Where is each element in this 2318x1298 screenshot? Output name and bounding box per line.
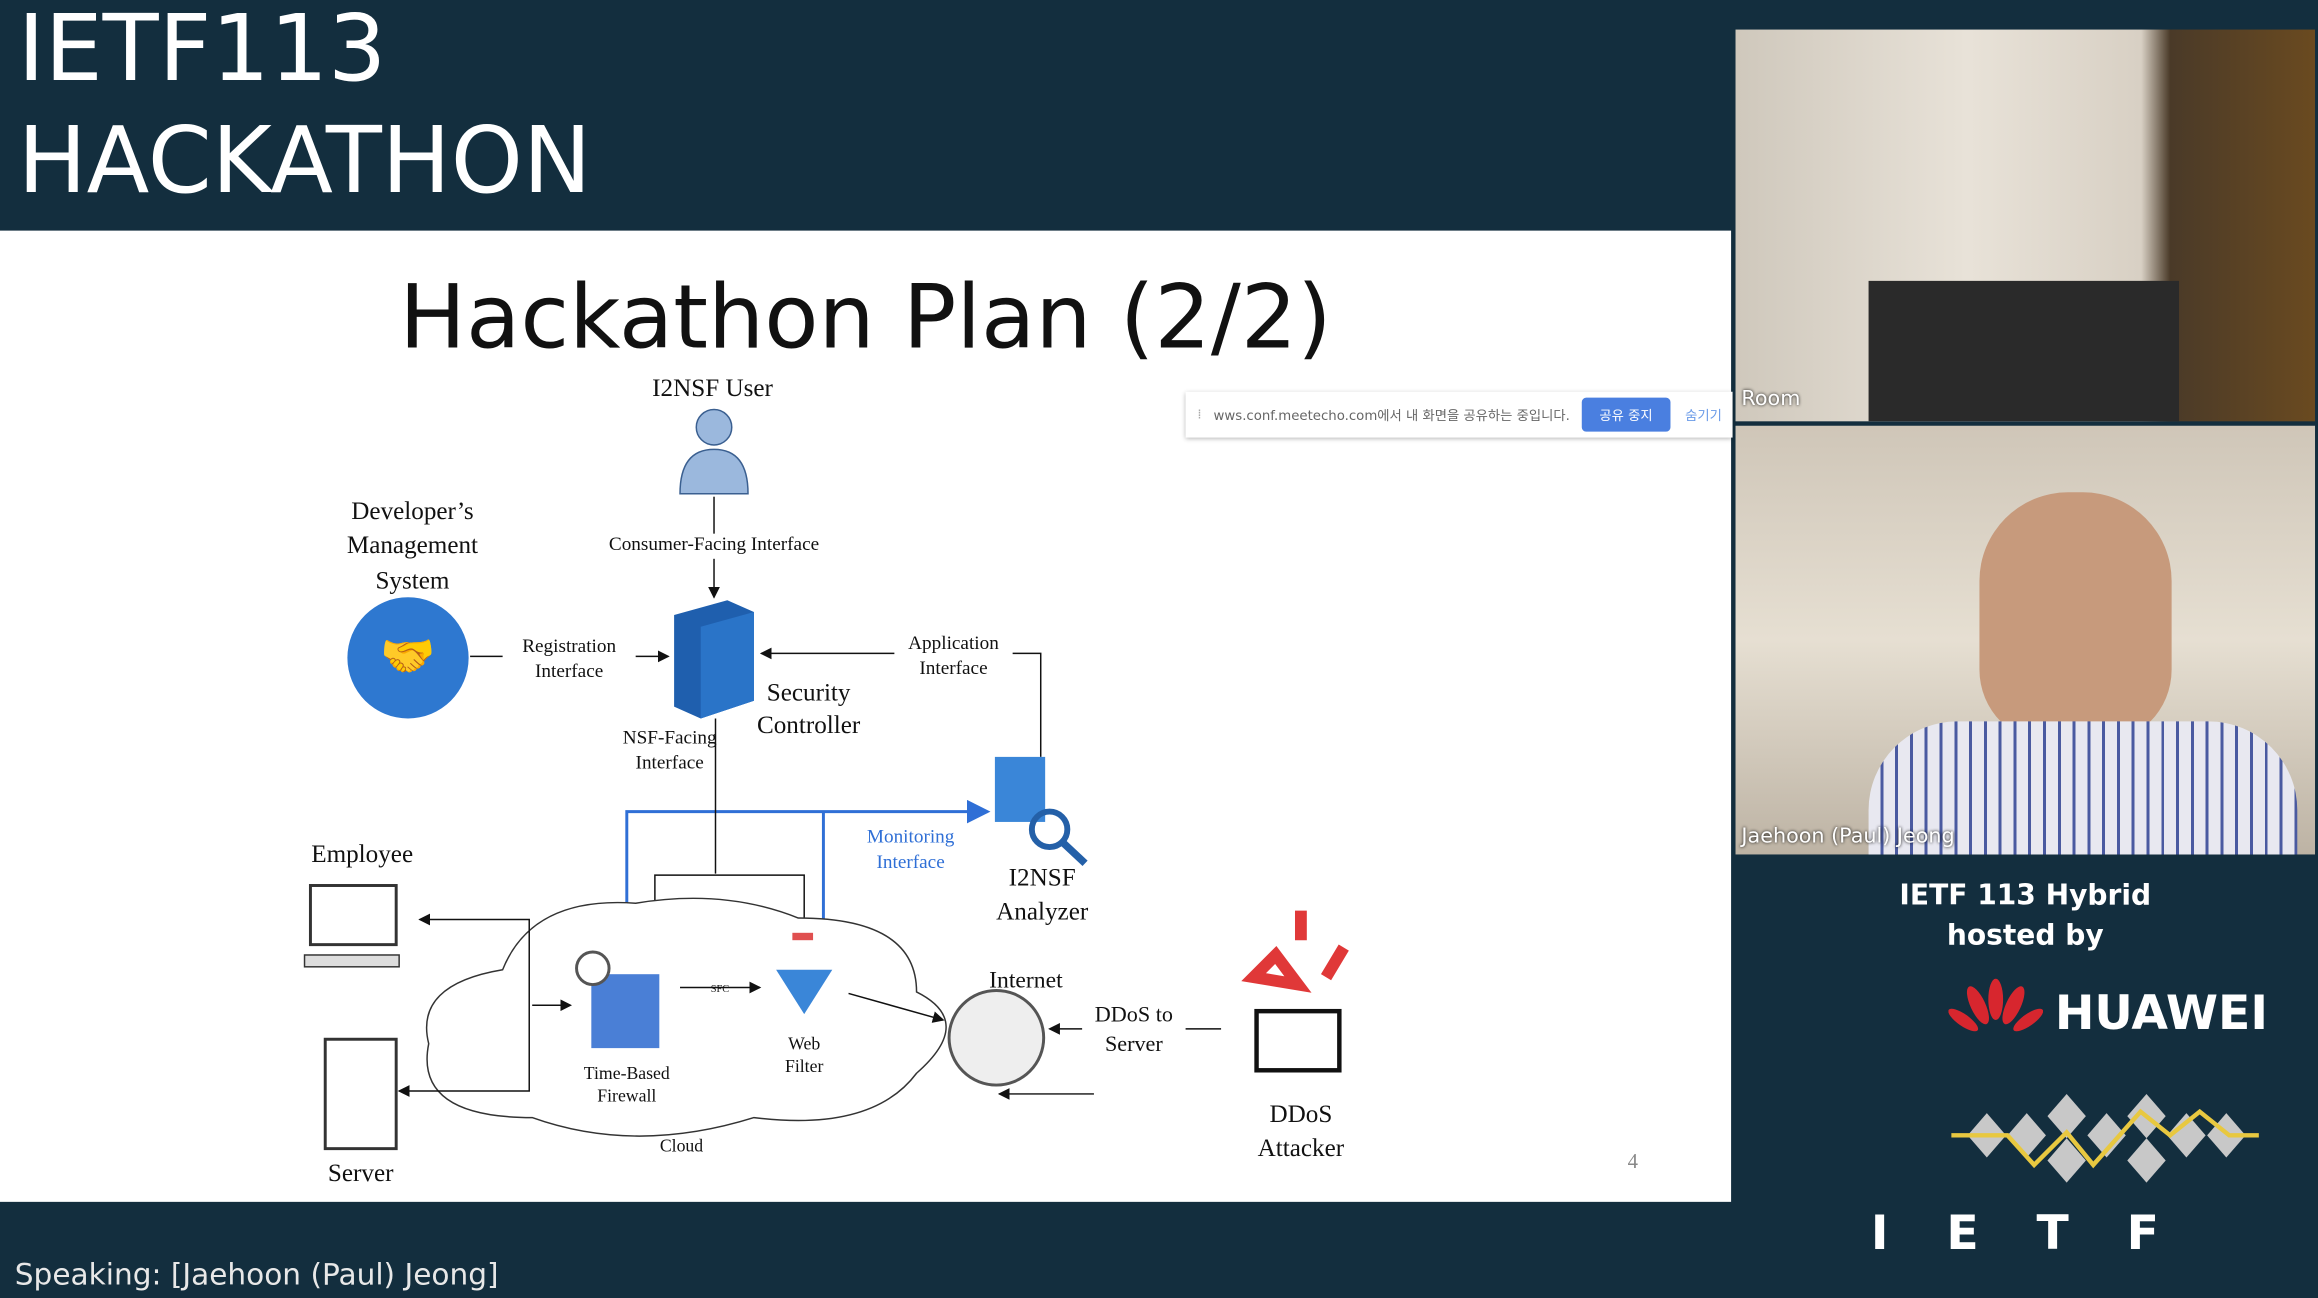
ietf-logo-icon <box>1951 1093 2259 1183</box>
user-icon <box>679 408 749 495</box>
label-firewall: Time-Based <box>584 1063 670 1083</box>
label-analyzer: I2NSF <box>1009 865 1076 892</box>
speaker-shirt <box>1868 721 2298 855</box>
label-security-controller: Security <box>767 680 851 707</box>
ietf-text: I E T F <box>1870 1204 2180 1261</box>
label-cloud: Cloud <box>660 1136 703 1156</box>
header-line2: HACKATHON <box>17 106 592 215</box>
page-number: 4 <box>1628 1151 1639 1173</box>
analyzer-icon <box>994 756 1088 867</box>
web-filter-icon <box>776 932 833 1015</box>
speaker-video: Jaehoon (Paul) Jeong <box>1735 425 2316 855</box>
label-sfc: SFC <box>711 984 729 995</box>
label-analyzer-2: Analyzer <box>996 899 1089 926</box>
room-video: Room <box>1735 29 2316 422</box>
hide-button[interactable]: 숨기기 <box>1685 409 1722 425</box>
label-attacker-2: Attacker <box>1258 1135 1345 1162</box>
shared-slide: Hackathon Plan (2/2) ⁞ wws.conf.meetecho… <box>0 230 1733 1202</box>
label-web-filter: Web <box>788 1034 820 1054</box>
sponsor-line2: hosted by <box>1946 919 2104 953</box>
room-podium <box>1868 280 2180 422</box>
label-security-controller-2: Controller <box>757 712 861 739</box>
huawei-logo: HUAWEI <box>1948 978 2268 1047</box>
label-monitoring: Monitoring <box>867 827 955 848</box>
speaker-label: Jaehoon (Paul) Jeong <box>1741 824 1955 849</box>
label-dms: Developer’s <box>351 498 473 525</box>
label-internet: Internet <box>989 968 1063 994</box>
slide-title: Hackathon Plan (2/2) <box>399 266 1332 370</box>
label-i2nsf-user: I2NSF User <box>652 375 773 402</box>
attacker-icon <box>1241 910 1349 1073</box>
label-firewall-2: Firewall <box>597 1085 656 1105</box>
i2nsf-diagram: I2NSF User Consumer-Facing Interface Dev… <box>303 375 1639 1187</box>
label-ddos: DDoS to <box>1095 1002 1173 1027</box>
label-employee: Employee <box>311 841 413 868</box>
label-dms-3: System <box>375 567 449 594</box>
server-icon <box>323 1037 398 1151</box>
sponsor-line1: IETF 113 Hybrid <box>1899 879 2152 913</box>
label-monitoring-2: Interface <box>877 852 945 873</box>
label-dms-2: Management <box>347 532 478 559</box>
room-label: Room <box>1741 387 1801 411</box>
stop-sharing-button[interactable]: 공유 중지 <box>1581 397 1671 432</box>
label-ddos-2: Server <box>1105 1031 1163 1056</box>
label-web-filter-2: Filter <box>785 1056 823 1076</box>
security-controller-icon <box>674 600 754 719</box>
label-nsf-facing: NSF-Facing <box>623 728 717 749</box>
label-consumer-interface: Consumer-Facing Interface <box>609 534 819 555</box>
label-server: Server <box>328 1160 394 1187</box>
speaker-face <box>1979 492 2172 744</box>
label-application-2: Interface <box>919 658 987 679</box>
computer-icon <box>303 884 400 968</box>
handshake-icon <box>347 597 469 719</box>
label-nsf-facing-2: Interface <box>636 753 704 774</box>
label-registration: Registration <box>522 636 616 657</box>
handshake-glyph: 🤝 <box>380 631 435 681</box>
globe-icon <box>947 988 1046 1087</box>
share-message: wws.conf.meetecho.com에서 내 화면을 공유하는 중입니다. <box>1213 409 1570 425</box>
firewall-icon <box>575 950 660 1049</box>
huawei-flower-icon <box>1948 978 2044 1032</box>
label-registration-2: Interface <box>535 661 603 682</box>
speaking-indicator: Speaking: [Jaehoon (Paul) Jeong] <box>14 1256 499 1293</box>
label-application: Application <box>908 633 999 654</box>
huawei-text: HUAWEI <box>2054 984 2268 1041</box>
header-line1: IETF113 <box>17 0 387 103</box>
screen-share-bar: ⁞ wws.conf.meetecho.com에서 내 화면을 공유하는 중입니… <box>1185 391 1733 438</box>
cloud-shape <box>425 897 947 1137</box>
label-attacker: DDoS <box>1269 1101 1332 1128</box>
